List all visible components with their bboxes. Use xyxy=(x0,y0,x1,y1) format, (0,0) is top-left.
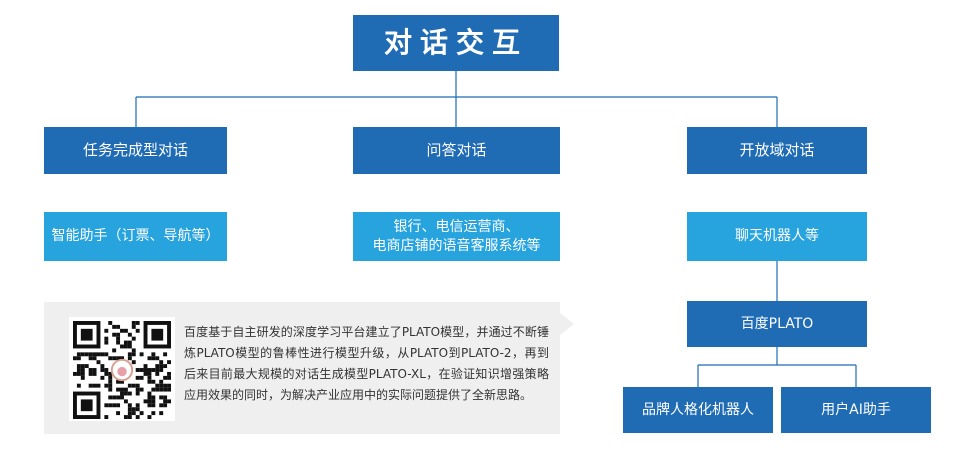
qr-code-graphic xyxy=(73,321,171,419)
plato-child-brand-bot: 品牌人格化机器人 xyxy=(623,387,773,433)
info-text: 百度基于自主研发的深度学习平台建立了PLATO模型，并通过不断锤炼PLATO模型… xyxy=(184,325,549,402)
info-panel-pointer xyxy=(560,313,574,335)
example-open-domain-dialog: 聊天机器人等 xyxy=(687,212,867,261)
category-open-domain-dialog: 开放域对话 xyxy=(687,127,867,174)
root-node: 对话交互 xyxy=(353,15,559,71)
qr-code-icon xyxy=(69,317,175,421)
example-task-dialog: 智能助手（订票、导航等） xyxy=(44,212,227,261)
plato-child-user-assistant: 用户AI助手 xyxy=(781,387,931,433)
category-task-dialog: 任务完成型对话 xyxy=(44,127,227,174)
example-qa-dialog: 银行、电信运营商、 电商店铺的语音客服系统等 xyxy=(353,212,560,261)
info-panel: 百度基于自主研发的深度学习平台建立了PLATO模型，并通过不断锤炼PLATO模型… xyxy=(44,302,560,434)
category-qa-dialog: 问答对话 xyxy=(353,127,560,174)
plato-node: 百度PLATO xyxy=(687,301,867,347)
